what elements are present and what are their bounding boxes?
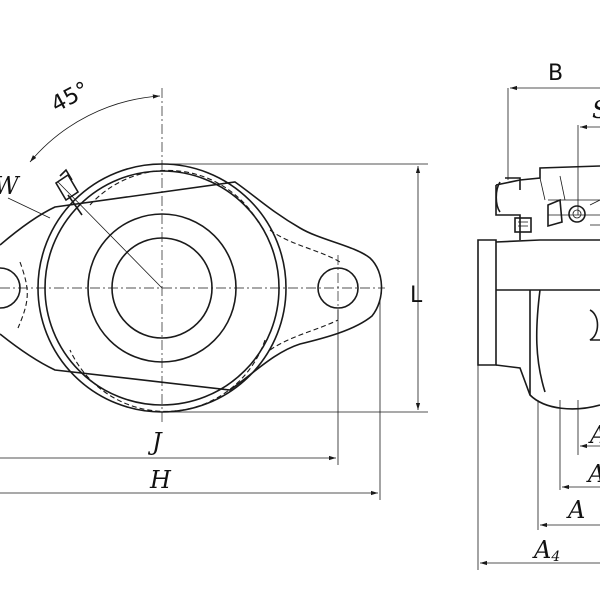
flange-hidden-outline xyxy=(17,229,341,351)
A-label: A xyxy=(566,496,585,524)
side-flange xyxy=(477,239,497,366)
front-view: 45° W L J H xyxy=(0,77,428,500)
side-collar xyxy=(495,165,600,240)
A4-label: A4 xyxy=(532,536,560,565)
L-label: L xyxy=(410,283,423,308)
svg-text:A: A xyxy=(586,460,600,488)
B-label: B xyxy=(548,61,563,86)
S-label: S xyxy=(592,96,600,124)
set-screw xyxy=(514,217,532,233)
grease-nipple xyxy=(54,168,83,216)
angle-45-line xyxy=(57,181,163,289)
bearing-hidden-ring xyxy=(69,169,266,412)
side-view: S B A A A A4 xyxy=(477,61,600,570)
W-label: W xyxy=(0,172,21,200)
angle-label: 45° xyxy=(47,77,93,117)
side-housing xyxy=(495,239,600,410)
flange-outline xyxy=(0,181,383,391)
svg-text:A: A xyxy=(588,421,600,449)
J-label: J xyxy=(147,428,163,456)
angle-45-arc xyxy=(29,94,161,163)
H-label: H xyxy=(149,466,172,494)
